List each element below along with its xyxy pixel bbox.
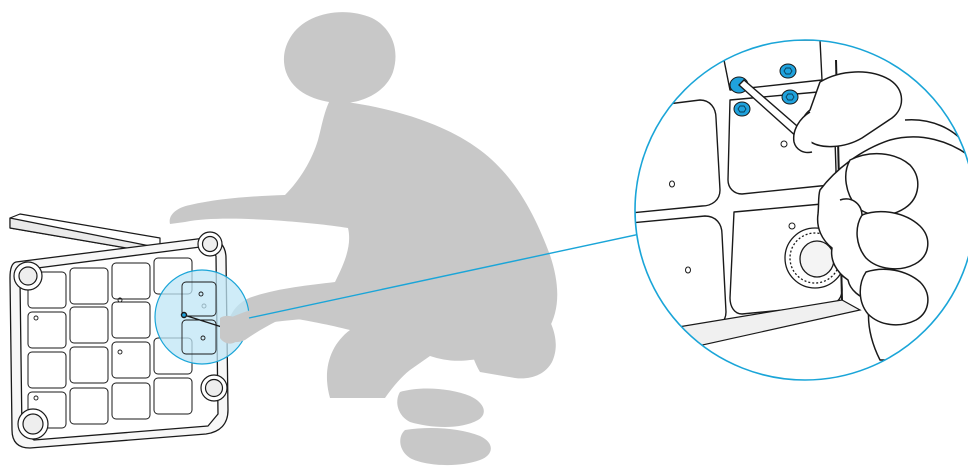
foot-bottom-right — [201, 375, 227, 401]
foot-bottom-left — [18, 409, 48, 439]
foot-top-right — [198, 232, 222, 256]
magnified-detail — [620, 40, 968, 380]
foot-top-left — [14, 262, 42, 290]
